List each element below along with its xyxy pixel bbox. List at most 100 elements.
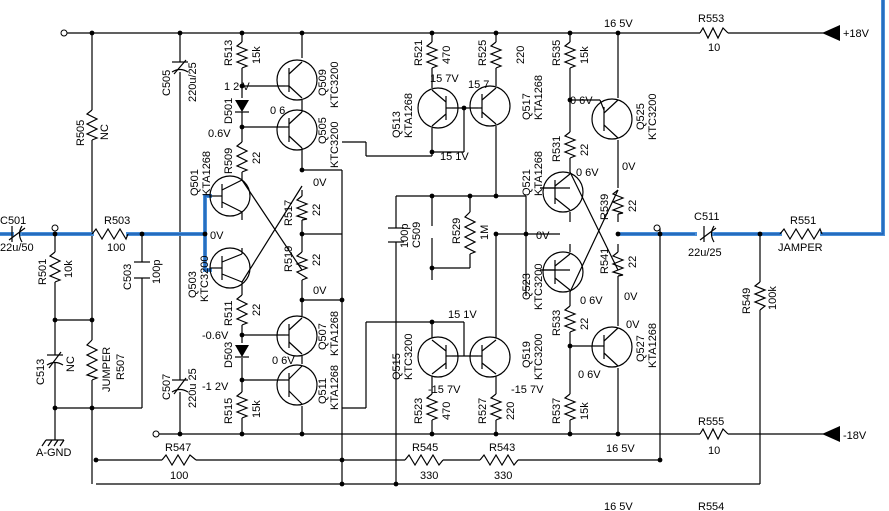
svg-text:JAMPER: JAMPER <box>778 242 823 254</box>
svg-text:15k: 15k <box>251 400 263 418</box>
svg-text:R553: R553 <box>698 13 724 25</box>
svg-text:R525: R525 <box>477 40 489 66</box>
transistor-q503: Q503 KTC3200 <box>187 247 251 302</box>
svg-text:470: 470 <box>441 402 453 420</box>
svg-text:0V: 0V <box>626 319 640 331</box>
svg-text:Q505: Q505 <box>317 117 329 144</box>
svg-text:-1 2V: -1 2V <box>202 381 229 393</box>
resistor-r543: R543 330 <box>479 442 519 482</box>
junction-dots <box>52 30 763 487</box>
svg-text:NC: NC <box>99 124 111 140</box>
svg-text:10k: 10k <box>63 260 75 278</box>
svg-text:KTA1268: KTA1268 <box>403 93 415 138</box>
svg-text:KTA1268: KTA1268 <box>329 365 341 410</box>
transistor-q527: Q527 KTA1268 <box>591 323 659 368</box>
resistor-r509: R509 22 <box>223 141 263 174</box>
svg-text:R547: R547 <box>165 442 191 454</box>
svg-text:R545: R545 <box>412 442 438 454</box>
svg-text:C509: C509 <box>411 222 423 248</box>
svg-text:15 7V: 15 7V <box>430 73 459 85</box>
svg-text:0 6V: 0 6V <box>570 95 593 107</box>
svg-text:R527: R527 <box>477 398 489 424</box>
svg-text:0V: 0V <box>210 230 224 242</box>
svg-text:R531: R531 <box>551 136 563 162</box>
svg-text:C511: C511 <box>694 211 719 223</box>
svg-text:Q515: Q515 <box>391 353 403 380</box>
svg-text:R551: R551 <box>790 215 816 227</box>
transistor-q501: Q501 KTA1268 <box>189 151 251 217</box>
resistor-r507: JUMPER R507 <box>85 339 127 392</box>
transistor-q525: Q525 KTC3200 <box>591 94 659 140</box>
resistor-r547: R547 100 <box>161 442 197 482</box>
svg-text:C507: C507 <box>161 374 173 400</box>
resistor-r533: R533 22 <box>551 305 591 336</box>
svg-text:15 1V: 15 1V <box>440 151 469 163</box>
svg-text:KTA1268: KTA1268 <box>647 323 659 368</box>
svg-text:0V: 0V <box>313 177 327 189</box>
svg-text:0 6: 0 6 <box>270 105 285 117</box>
svg-text:22: 22 <box>251 152 263 164</box>
svg-text:D503: D503 <box>223 342 235 368</box>
capacitor-c503: C503 100p <box>122 260 163 290</box>
svg-text:Q523: Q523 <box>521 273 533 300</box>
resistor-r521: R521 470 <box>413 40 453 69</box>
svg-text:0 6V: 0 6V <box>578 369 601 381</box>
svg-text:R515: R515 <box>223 398 235 424</box>
svg-text:10: 10 <box>708 445 720 457</box>
resistor-r545: R545 330 <box>404 442 444 482</box>
resistor-r501: R501 10k <box>37 251 75 285</box>
transistor-q511: Q511 KTA1268 <box>276 364 341 410</box>
neg-supply-label: -18V <box>843 430 867 442</box>
svg-text:KTA1268: KTA1268 <box>533 151 545 196</box>
resistor-r519: R519 22 <box>283 246 323 281</box>
resistor-r529: R529 1M <box>451 211 491 255</box>
transistor-q507: Q507 KTA1268 <box>276 311 341 357</box>
signal-path <box>0 0 885 272</box>
ground-symbol-icon: A-GND <box>36 436 72 459</box>
svg-text:KTA1268: KTA1268 <box>533 75 545 120</box>
svg-text:R539: R539 <box>599 194 611 220</box>
svg-text:R533: R533 <box>551 310 563 336</box>
svg-text:22u/50: 22u/50 <box>0 242 34 254</box>
svg-text:R549: R549 <box>741 288 753 314</box>
svg-text:1M: 1M <box>479 225 491 240</box>
svg-text:JUMPER: JUMPER <box>101 347 113 392</box>
output-terminal <box>653 224 661 232</box>
svg-text:22: 22 <box>311 204 323 216</box>
svg-text:R511: R511 <box>223 301 235 326</box>
transistor-q515: Q515 KTC3200 <box>391 334 459 380</box>
svg-text:0V: 0V <box>622 161 636 173</box>
svg-text:220u/25: 220u/25 <box>187 62 199 102</box>
transistor-q517: Q517 KTA1268 <box>469 75 545 127</box>
svg-text:KTC3200: KTC3200 <box>533 334 545 380</box>
svg-text:Q513: Q513 <box>391 111 403 138</box>
resistor-r555: R555 10 <box>698 416 729 457</box>
svg-text:KTC3200: KTC3200 <box>199 256 211 302</box>
svg-text:22: 22 <box>579 318 591 330</box>
neg-node-label: 16 5V <box>606 443 635 455</box>
svg-text:15 7: 15 7 <box>468 79 489 91</box>
svg-text:22: 22 <box>251 304 263 316</box>
svg-text:10: 10 <box>708 42 720 54</box>
svg-text:R513: R513 <box>223 40 235 66</box>
capacitor-c511: C511 22u/25 <box>688 211 722 259</box>
svg-text:NC: NC <box>65 356 77 372</box>
svg-text:R543: R543 <box>489 442 515 454</box>
svg-text:Q527: Q527 <box>635 335 647 362</box>
svg-text:KTC3200: KTC3200 <box>329 62 341 108</box>
svg-text:Q511: Q511 <box>317 378 329 404</box>
bottom-node-label: 16 5V <box>604 501 633 511</box>
svg-text:0V: 0V <box>313 285 327 297</box>
svg-text:R529: R529 <box>451 218 463 244</box>
svg-text:22: 22 <box>311 254 323 266</box>
svg-text:C503: C503 <box>122 264 134 290</box>
neg-supply-arrow-icon <box>822 426 840 442</box>
resistor-r539: R539 22 <box>599 189 639 220</box>
terminals <box>51 29 661 438</box>
capacitor-c507: C507 220u 25 <box>161 368 199 408</box>
svg-text:R519: R519 <box>283 246 295 272</box>
svg-text:Q525: Q525 <box>635 103 647 130</box>
resistor-r537: R537 15k <box>551 393 591 424</box>
svg-text:100: 100 <box>170 470 188 482</box>
resistor-r531: R531 22 <box>551 131 591 162</box>
